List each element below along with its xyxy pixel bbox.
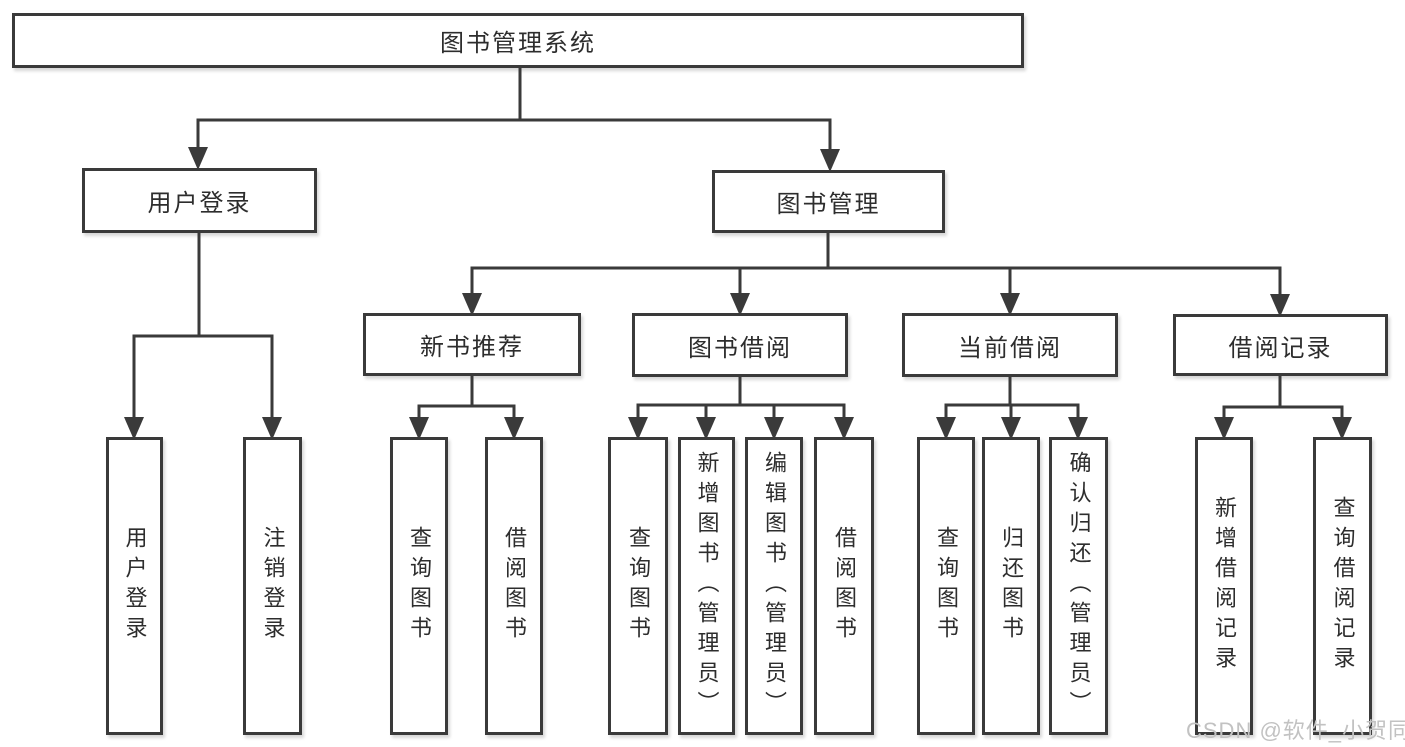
- leaf-records-query-record: 查询借阅记录: [1313, 437, 1372, 735]
- leaf-records-add-record: 新增借阅记录: [1195, 437, 1253, 735]
- leaf-borrow-query-books: 查询图书: [608, 437, 668, 735]
- leaf-current-return-books: 归还图书: [982, 437, 1040, 735]
- node-current-borrow: 当前借阅: [902, 313, 1118, 377]
- leaf-current-query-books: 查询图书: [917, 437, 975, 735]
- leaf-logout: 注销登录: [243, 437, 302, 735]
- leaf-user-login: 用户登录: [106, 437, 163, 735]
- node-new-book-recommend: 新书推荐: [363, 313, 581, 376]
- leaf-borrow-borrow-books: 借阅图书: [814, 437, 874, 735]
- node-book-management: 图书管理: [712, 170, 945, 233]
- node-borrow-records: 借阅记录: [1173, 314, 1388, 376]
- node-book-borrow: 图书借阅: [632, 313, 848, 377]
- leaf-newbook-query-books: 查询图书: [390, 437, 448, 735]
- leaf-current-confirm-return-admin: 确认归还（管理员）: [1049, 437, 1108, 735]
- node-library-system: 图书管理系统: [12, 13, 1024, 68]
- leaf-newbook-borrow-books: 借阅图书: [485, 437, 543, 735]
- node-user-login: 用户登录: [82, 168, 317, 233]
- watermark: CSDN @软件_小贺同学: [1186, 718, 1405, 743]
- leaf-borrow-add-books-admin: 新增图书（管理员）: [678, 437, 735, 735]
- leaf-borrow-edit-books-admin: 编辑图书（管理员）: [745, 437, 803, 735]
